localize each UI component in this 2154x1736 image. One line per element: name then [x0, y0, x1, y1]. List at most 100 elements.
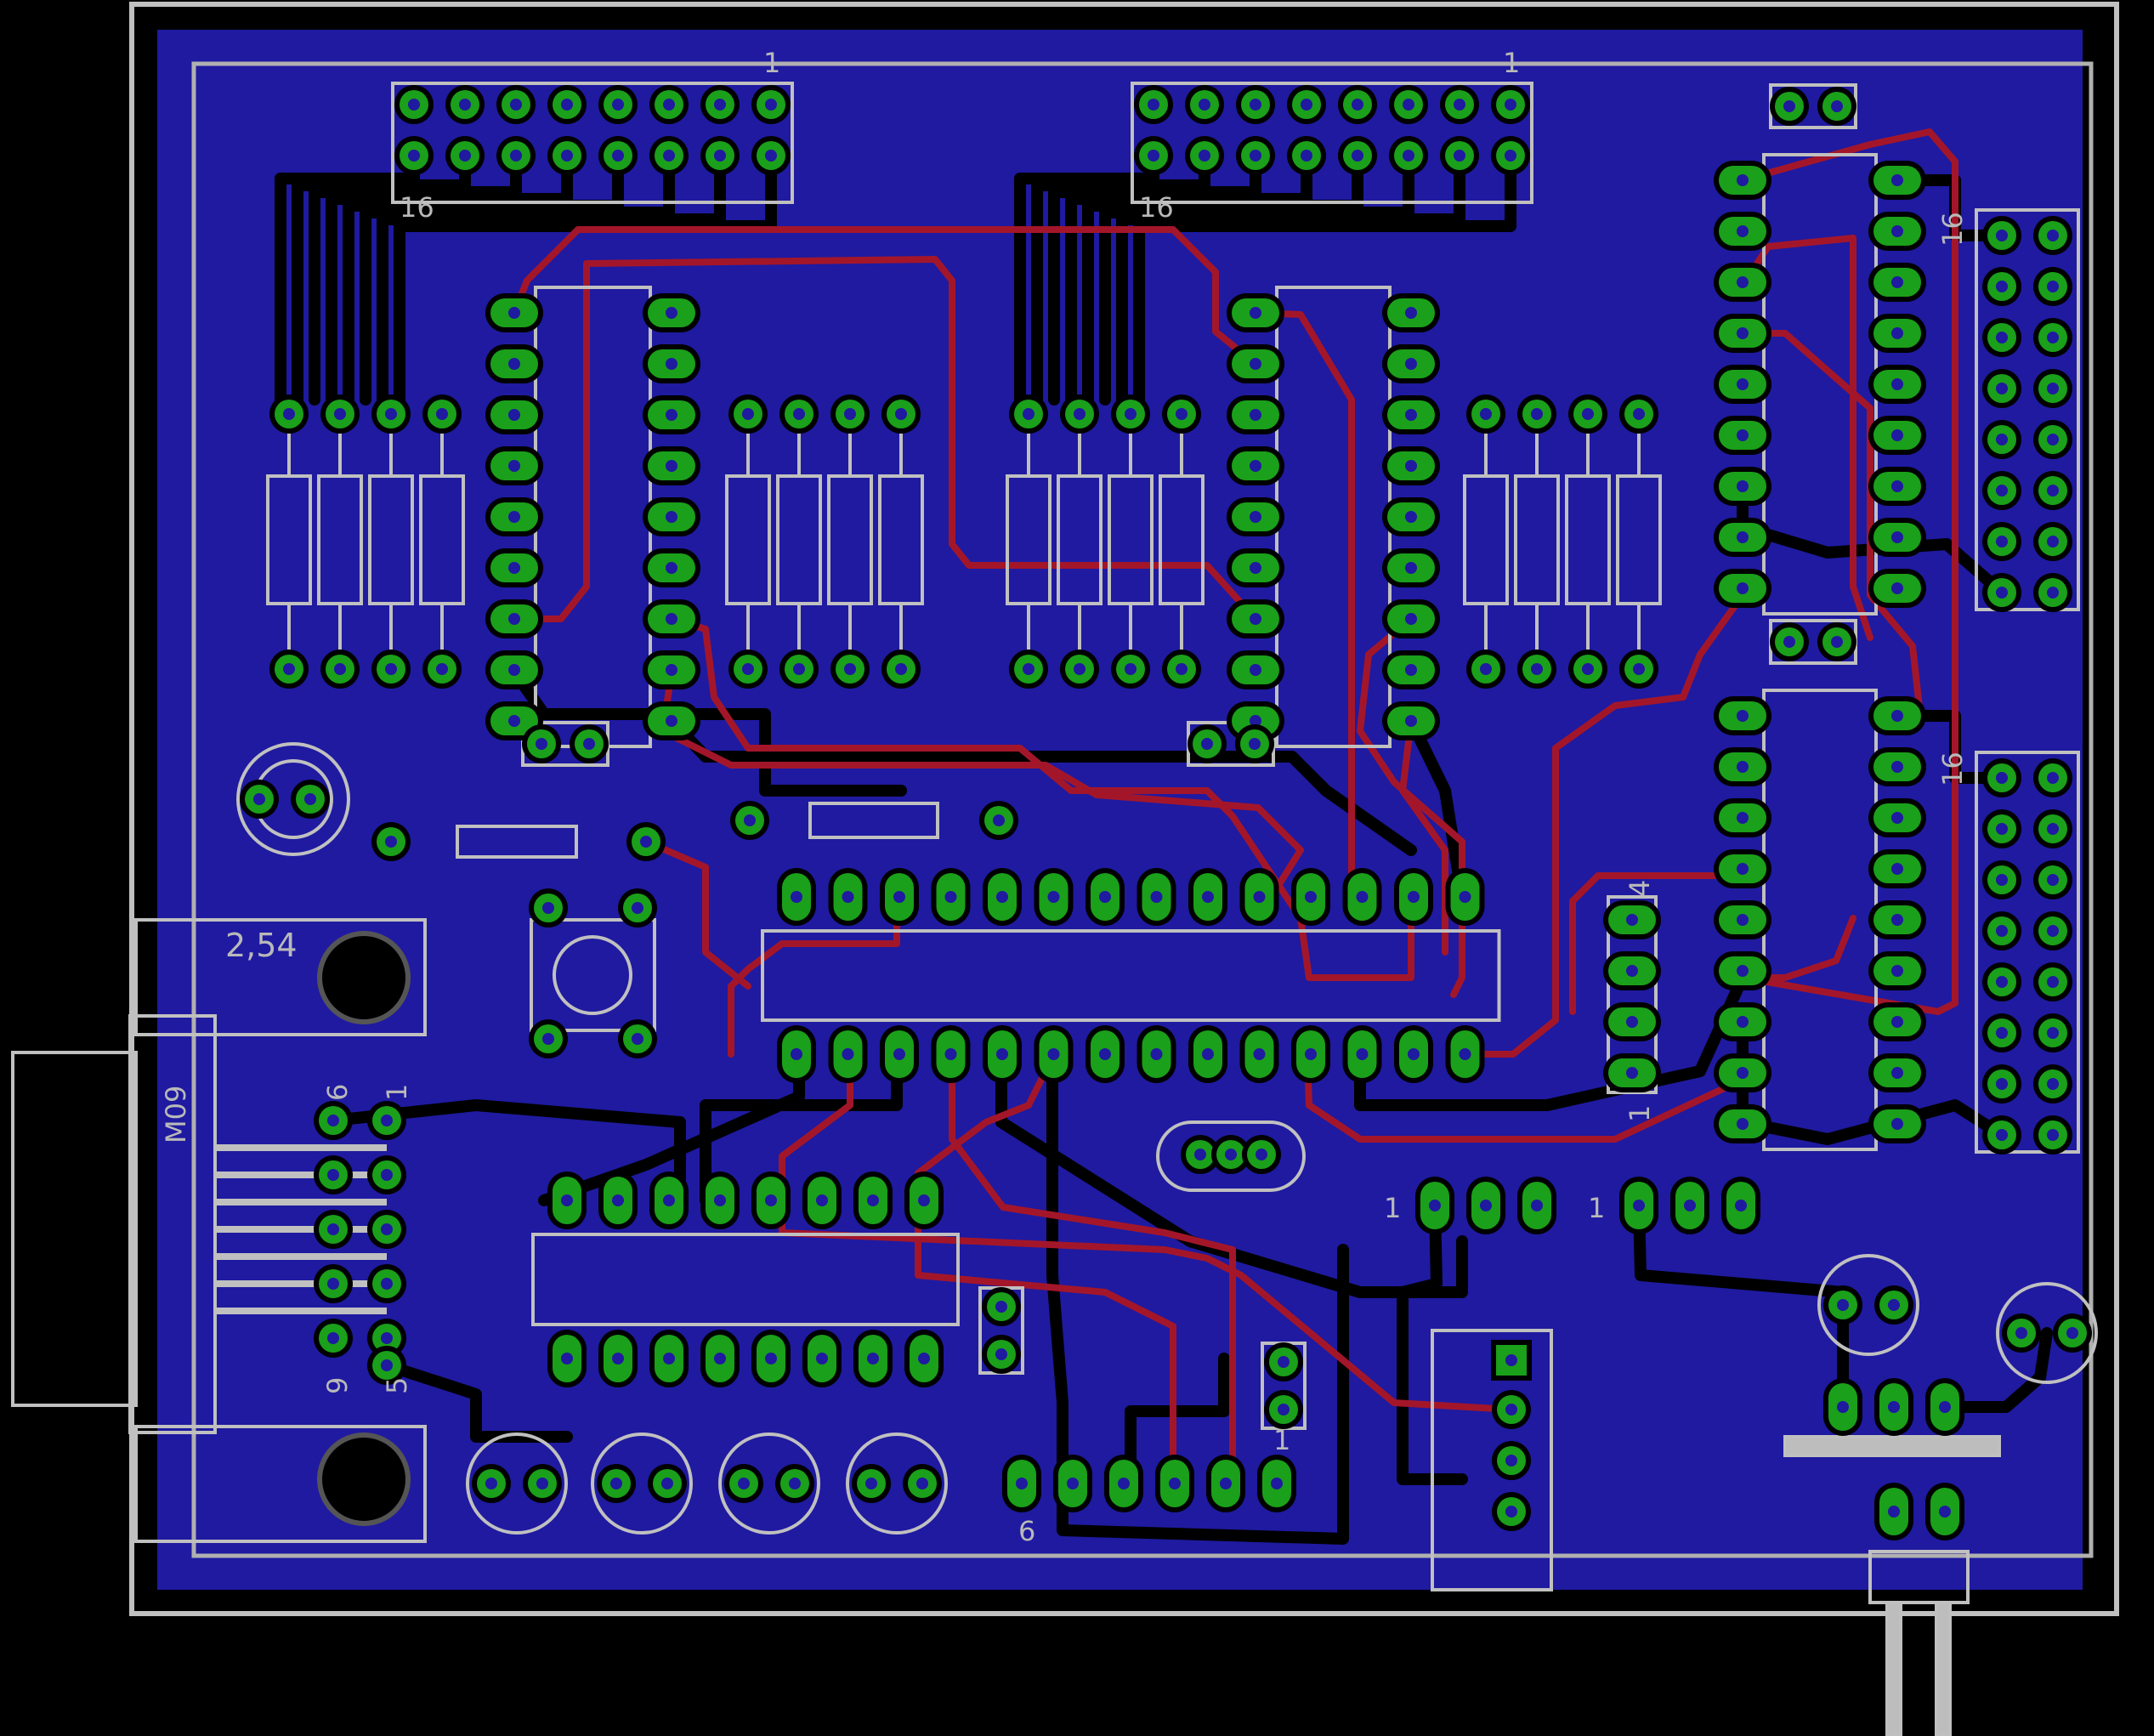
conn-top-pad-drill [1996, 536, 2008, 547]
ic4-pad-drill [1737, 812, 1749, 824]
ic3-pad-drill [1891, 429, 1903, 441]
mcu-pad-drill [842, 891, 854, 903]
ceramic-cap-pad-drill [583, 738, 595, 750]
ic4-pad-drill [1737, 914, 1749, 926]
ic-max-pad-drill [918, 1353, 930, 1364]
trace [1116, 150, 1465, 406]
header1-pad-drill [663, 99, 675, 111]
conn-top-pad-drill [2047, 536, 2059, 547]
regulator-pad-drill [1505, 1354, 1517, 1366]
resistor-12-pad-drill [1480, 408, 1492, 420]
ic-max-pad-drill [663, 1353, 675, 1364]
isp-pad-drill [1016, 1478, 1028, 1489]
conn-top-pad-drill [2047, 485, 2059, 496]
sub-d-body [128, 1014, 217, 1434]
header2-pad-drill [1403, 150, 1414, 162]
sub-d-pin1-label: 1 [381, 1084, 413, 1101]
trace [1405, 715, 1468, 903]
conn-bottom-pad-drill [1996, 925, 2008, 937]
sub-d-pad-drill [327, 1115, 339, 1126]
ic4-pad-drill [1891, 914, 1903, 926]
ic1-pad-drill [666, 409, 677, 421]
header2-pad-drill [1301, 150, 1312, 162]
ic2-pad-drill [1250, 358, 1261, 370]
vreg-pad-drill [1888, 1401, 1900, 1413]
resistor-pad-drill [744, 814, 756, 826]
resistor-15-pad-drill [1633, 408, 1645, 420]
ic4-pad-drill [1737, 761, 1749, 773]
sub-d-pad-drill [327, 1332, 339, 1344]
trace [1939, 1327, 2053, 1413]
resistor-12-pad-drill [1480, 663, 1492, 675]
jumper-a-pad-drill [1531, 1200, 1543, 1211]
regulator-pad-drill [1505, 1506, 1517, 1518]
trace [1099, 150, 1414, 406]
inner-outline [191, 61, 2094, 1558]
mcu-pad-drill [1305, 1048, 1317, 1060]
header2-pad-drill [1301, 99, 1312, 111]
conn-top-pad-drill [1996, 587, 2008, 599]
ic3-pad-drill [1737, 582, 1749, 594]
conn-bottom-pad-drill [2047, 874, 2059, 886]
header1-pad-drill [459, 99, 471, 111]
conn-top-pad-drill [2047, 332, 2059, 343]
sub-d-pad-drill [381, 1169, 393, 1181]
header-small-pad-drill [1626, 965, 1638, 977]
ceramic-cap-pad-drill [1278, 1356, 1290, 1368]
trace [1739, 128, 1958, 1015]
ic-max-pad-drill [714, 1353, 726, 1364]
resistor-13-pad-drill [1531, 408, 1543, 420]
ic2-pad-drill [1405, 307, 1417, 319]
header2-pad-drill [1403, 99, 1414, 111]
header1-pad-drill [714, 150, 726, 162]
header2-pad-drill [1352, 150, 1363, 162]
conn-bottom-pad-drill [1996, 823, 2008, 835]
ic3-pad-drill [1891, 174, 1903, 186]
sub-d-pad-drill [381, 1223, 393, 1235]
ic-max-pad-drill [612, 1194, 624, 1206]
mcu-pad-drill [1356, 1048, 1369, 1060]
ceramic-cap-pad-drill [1201, 738, 1213, 750]
header2-pad-drill [1250, 150, 1261, 162]
mounting-hole-bottom[interactable] [317, 1432, 411, 1526]
mounting-hole-top[interactable] [317, 931, 411, 1024]
mcu-pad-drill [1408, 1048, 1420, 1060]
conn-bottom-pad-drill [1996, 976, 2008, 988]
isp-pin6-label: 6 [1018, 1515, 1035, 1547]
cap-pad-drill [916, 1478, 928, 1489]
resistor-15-pad-drill [1633, 663, 1645, 675]
conn-top-pad-drill [2047, 281, 2059, 292]
crystal-outline [1156, 1120, 1306, 1192]
vreg-pad-drill [1837, 1401, 1849, 1413]
ic3-pad-drill [1891, 480, 1903, 492]
electrolytic-cap-outline [718, 1432, 820, 1535]
conn-top-pad-drill [1996, 383, 2008, 394]
sub-d-pad-drill [327, 1278, 339, 1290]
vreg-tab [1783, 1435, 2001, 1457]
ic3-pad-drill [1891, 582, 1903, 594]
ic3-pad-drill [1891, 225, 1903, 237]
trace [381, 1359, 573, 1443]
header2-pad-drill [1352, 99, 1363, 111]
ceramic-cap-pad-drill [1783, 100, 1795, 112]
resistor-11-pad-drill [1176, 408, 1188, 420]
trace [779, 1051, 1515, 1413]
ic3-pad-drill [1737, 429, 1749, 441]
trace [1354, 972, 1749, 1111]
ic1-pad-drill [508, 409, 520, 421]
mcu-pad-drill [996, 891, 1008, 903]
jumper-a-pin1-label: 1 [1384, 1192, 1401, 1224]
ic2-pad-drill [1405, 613, 1417, 625]
header2-pad-drill [1454, 150, 1465, 162]
mcu-pad-drill [1099, 891, 1111, 903]
mcu-pad-drill [1305, 891, 1317, 903]
cap-pad-drill [865, 1478, 877, 1489]
resistor-7-pad-drill [895, 408, 907, 420]
header1-pad-drill [561, 150, 573, 162]
top-layer-traces [511, 128, 1958, 1487]
header1-pin1-label: 1 [763, 47, 780, 79]
ic2-pad-drill [1405, 562, 1417, 574]
ic3-pad-drill [1737, 480, 1749, 492]
